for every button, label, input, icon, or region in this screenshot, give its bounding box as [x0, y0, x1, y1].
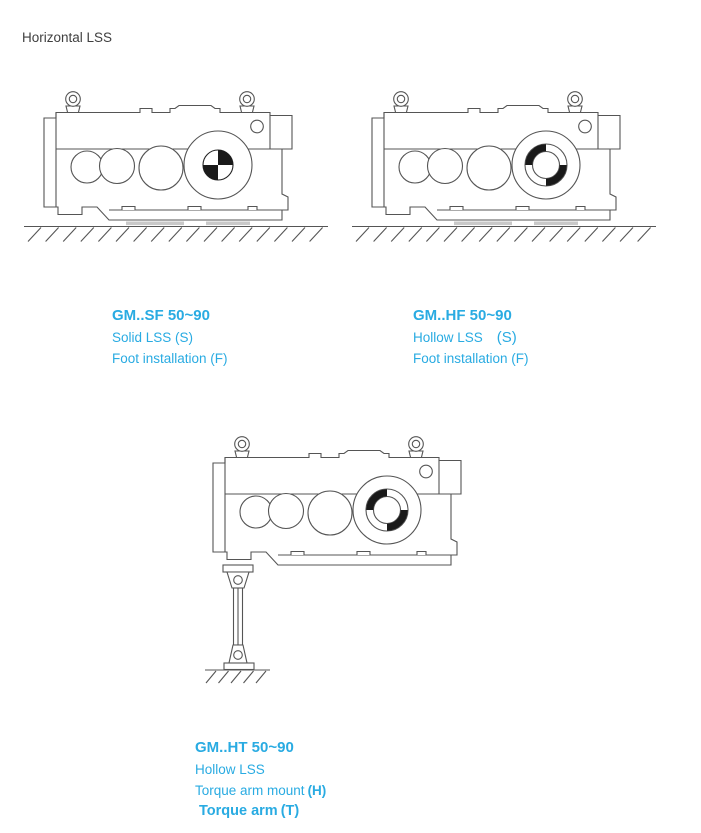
model-name: GM..HT 50~90: [195, 739, 294, 756]
ground-hatching: [24, 221, 328, 242]
page-title: Horizontal LSS: [22, 30, 113, 45]
mounting-label: Torque arm mount(H): [195, 783, 327, 798]
ground-hatching: [352, 221, 656, 242]
shaft-code: (S): [496, 329, 517, 346]
figure-gm-hf: [336, 85, 668, 257]
figure-gm-ht: [180, 430, 480, 692]
shaft-type-label: Hollow LSS(S): [413, 329, 517, 346]
model-name: GM..HF 50~90: [413, 307, 512, 324]
mounting-label: Foot installation (F): [413, 351, 529, 366]
gearbox-diagram-hollow-torque-arm: [205, 436, 462, 684]
shaft-type-label: Solid LSS (S): [112, 330, 194, 345]
caption-gm-sf: GM..SF 50~90 Solid LSS (S) Foot installa…: [112, 307, 228, 371]
shaft-type-label: Hollow LSS: [195, 762, 265, 777]
hollow-shaft-icon: [365, 488, 409, 532]
mounting-code: (H): [307, 783, 327, 798]
mounting-label: Foot installation (F): [112, 351, 228, 366]
gearbox-diagram-hollow-foot: [352, 91, 656, 242]
figure-gm-sf: [8, 85, 340, 257]
caption-gm-ht: GM..HT 50~90 Hollow LSS Torque arm mount…: [195, 739, 326, 824]
torque-arm-code: (T): [280, 803, 300, 819]
caption-gm-hf: GM..HF 50~90 Hollow LSS(S) Foot installa…: [413, 307, 529, 371]
ground-hatching: [205, 669, 270, 684]
gearbox-diagram-solid-foot: [24, 91, 328, 242]
model-name: GM..SF 50~90: [112, 307, 210, 324]
solid-shaft-icon: [202, 149, 234, 181]
torque-arm: [222, 564, 255, 671]
hollow-shaft-icon: [524, 143, 568, 187]
torque-arm-label: Torque arm(T): [199, 803, 300, 819]
